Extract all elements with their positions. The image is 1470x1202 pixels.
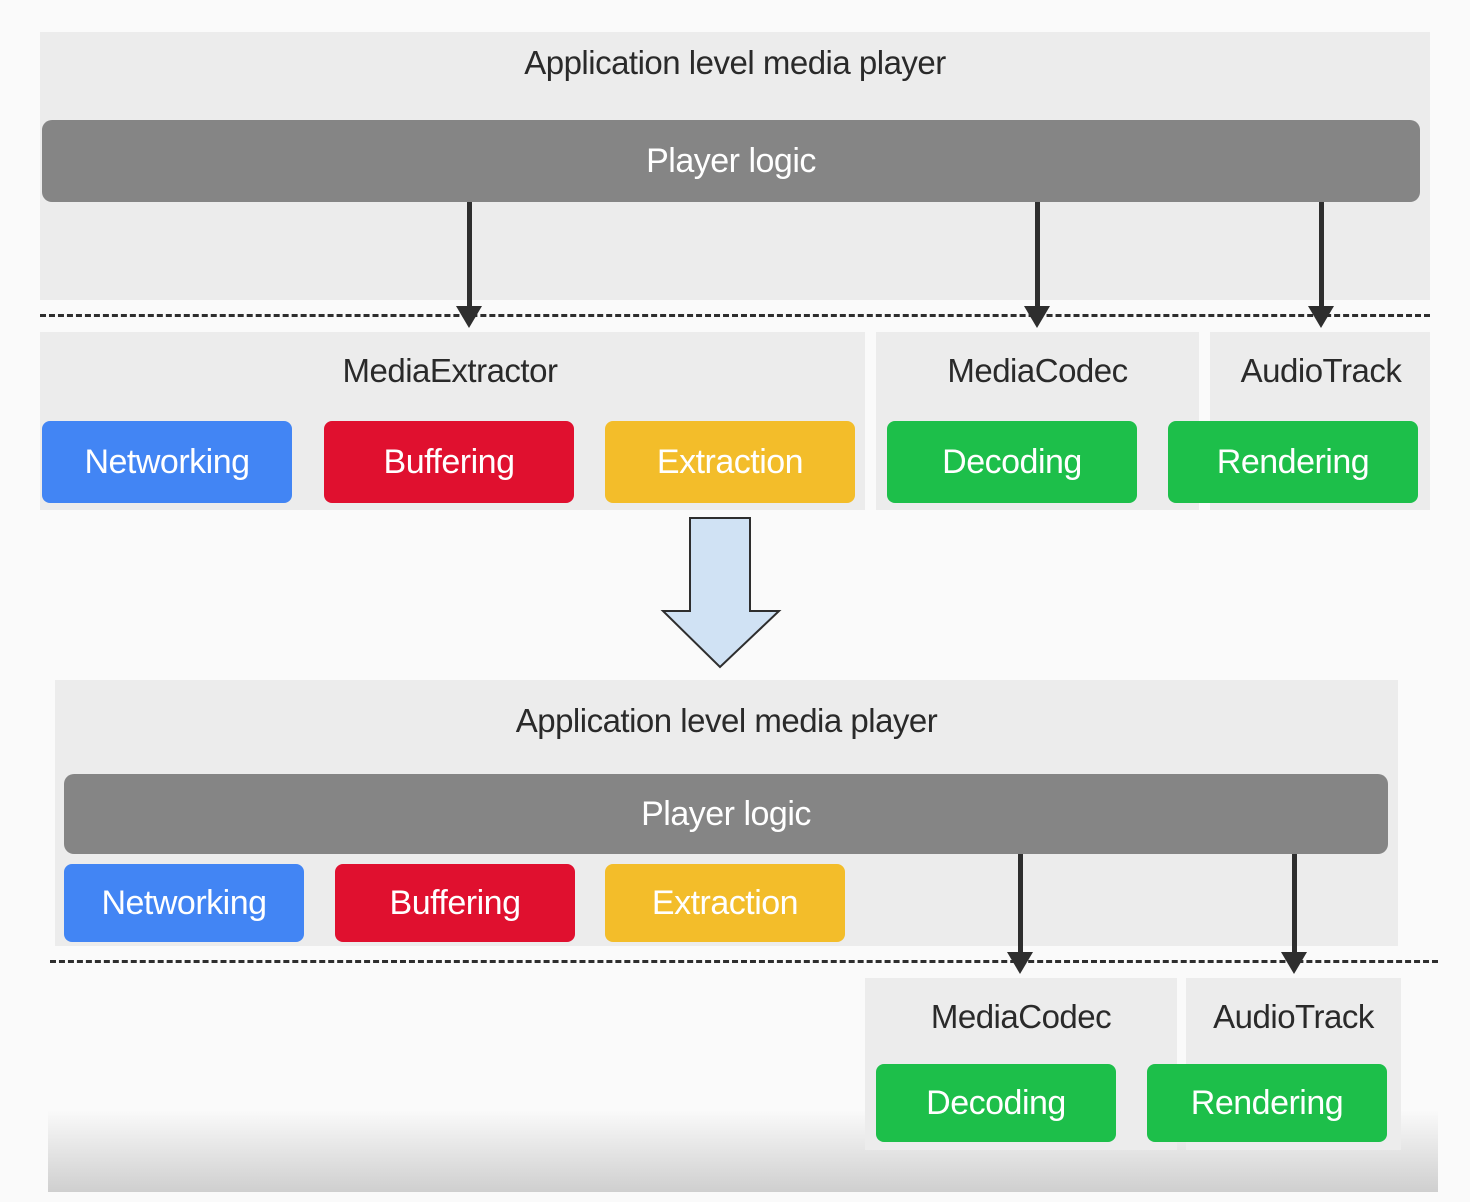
top-rendering-chip: Rendering xyxy=(1168,421,1418,503)
top-audiotrack-title: AudioTrack xyxy=(1240,352,1402,389)
bottom-buffering-chip: Buffering xyxy=(335,864,575,942)
top-app-title: Application level media player xyxy=(524,44,946,81)
top-player-logic-label: Player logic xyxy=(646,141,816,180)
bottom-player-logic-label: Player logic xyxy=(641,794,811,833)
bottom-rendering-chip: Rendering xyxy=(1147,1064,1387,1142)
top-networking-label: Networking xyxy=(84,442,250,481)
top-boundary-line xyxy=(40,314,1430,317)
top-decoding-label: Decoding xyxy=(942,442,1082,481)
top-arrowhead-mediaextractor xyxy=(456,306,482,328)
top-decoding-chip: Decoding xyxy=(887,421,1137,503)
bottom-audiotrack-title: AudioTrack xyxy=(1213,998,1374,1035)
bottom-rendering-label: Rendering xyxy=(1190,1083,1344,1122)
bottom-player-logic-bar: Player logic xyxy=(64,774,1388,854)
top-extraction-label: Extraction xyxy=(656,442,804,481)
bottom-decoding-label: Decoding xyxy=(926,1083,1066,1122)
bottom-networking-chip: Networking xyxy=(64,864,304,942)
top-buffering-label: Buffering xyxy=(383,442,515,481)
bottom-arrowhead-mediacodec xyxy=(1007,952,1033,974)
top-mediacodec-title: MediaCodec xyxy=(947,352,1128,389)
transition-down-arrow-icon xyxy=(660,517,782,669)
top-extraction-chip: Extraction xyxy=(605,421,855,503)
bottom-decoding-chip: Decoding xyxy=(876,1064,1116,1142)
bottom-buffering-label: Buffering xyxy=(389,883,521,922)
bottom-extraction-label: Extraction xyxy=(651,883,799,922)
bottom-arrow-to-audiotrack xyxy=(1292,854,1297,954)
top-arrowhead-audiotrack xyxy=(1308,306,1334,328)
bottom-arrowhead-audiotrack xyxy=(1281,952,1307,974)
top-rendering-label: Rendering xyxy=(1216,442,1370,481)
top-networking-chip: Networking xyxy=(42,421,292,503)
bottom-arrow-to-mediacodec xyxy=(1018,854,1023,954)
top-arrow-to-audiotrack xyxy=(1319,202,1324,308)
top-mediaextractor-title: MediaExtractor xyxy=(342,352,558,389)
top-player-logic-bar: Player logic xyxy=(42,120,1420,202)
top-buffering-chip: Buffering xyxy=(324,421,574,503)
bottom-mediacodec-title: MediaCodec xyxy=(930,998,1112,1035)
bottom-networking-label: Networking xyxy=(101,883,267,922)
top-arrowhead-mediacodec xyxy=(1024,306,1050,328)
top-arrow-to-mediaextractor xyxy=(467,202,472,308)
bottom-extraction-chip: Extraction xyxy=(605,864,845,942)
top-arrow-to-mediacodec xyxy=(1035,202,1040,308)
bottom-app-title: Application level media player xyxy=(515,702,938,739)
bottom-boundary-line xyxy=(50,960,1438,963)
